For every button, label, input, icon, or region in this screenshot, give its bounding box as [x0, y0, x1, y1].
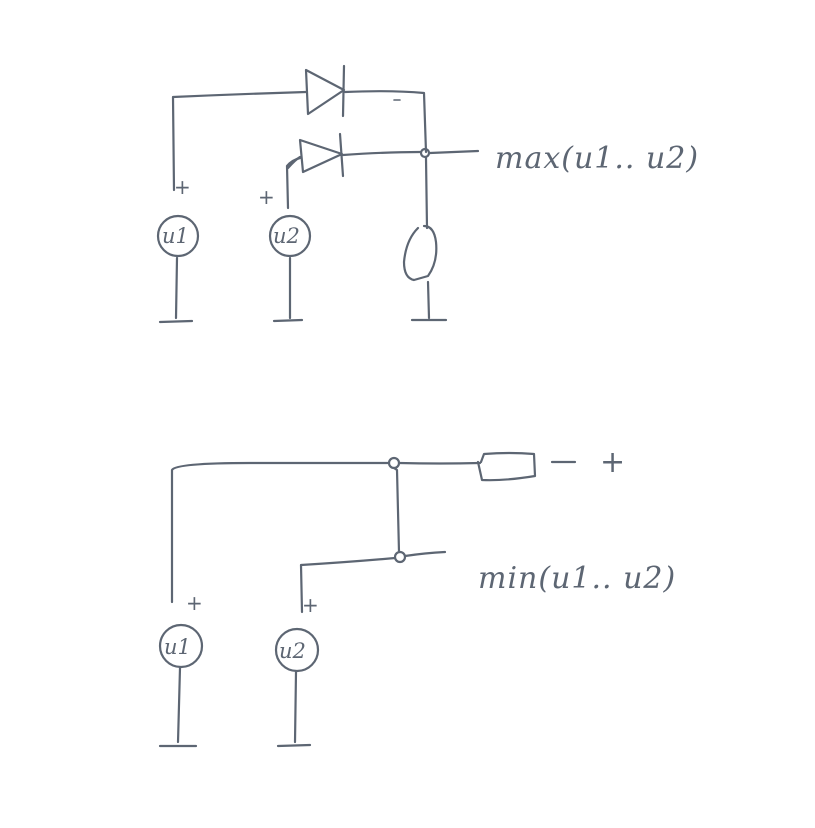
max-load-resistor — [402, 224, 438, 282]
diode-2 — [298, 132, 422, 178]
max-wire-diode1-out — [343, 90, 428, 154]
max-source-2-label: u2 — [273, 224, 300, 248]
min-source-1-label: u1 — [164, 635, 191, 659]
max-source-2-circle — [268, 214, 312, 258]
min-supply-plus: + — [600, 445, 625, 480]
diode-2-wire-out — [341, 150, 422, 157]
max-source-2-plus: + — [258, 185, 275, 209]
min-circuit: + u1 + u2 + min(u1.. u2) — [158, 445, 676, 748]
max-output-label: max(u1.. u2) — [495, 141, 699, 176]
max-wire-source1 — [171, 90, 308, 192]
min-pullup-resistor — [476, 451, 537, 482]
min-source-2-label: u2 — [279, 639, 306, 663]
diode-1-bar — [341, 64, 346, 118]
min-lower-node — [393, 550, 407, 564]
min-source2-wire — [299, 556, 397, 614]
min-node-link — [392, 466, 401, 554]
min-source-2: u2 + — [274, 593, 320, 748]
min-upper-node — [387, 456, 401, 470]
max-source-1-plus: + — [174, 175, 191, 199]
diode-2-bar — [338, 132, 345, 178]
diode-1-triangle — [304, 68, 346, 116]
min-source-1-circle — [158, 623, 204, 669]
max-source-1-lead — [174, 256, 179, 320]
max-load-wire-top — [424, 156, 429, 230]
min-rail-to-resistor — [397, 461, 482, 465]
max-source-1-label: u1 — [162, 224, 189, 248]
min-source-1: u1 + — [158, 591, 204, 748]
min-source-2-circle — [274, 627, 320, 673]
min-source-2-ground — [276, 743, 312, 748]
diode-1 — [304, 64, 401, 118]
max-circuit: u1 + u2 + max(u1.. u2) — [156, 64, 699, 324]
min-source-1-plus: + — [186, 591, 203, 615]
min-output-wire — [403, 550, 447, 558]
max-source-2: u2 + — [258, 185, 312, 323]
max-output-wire — [428, 149, 480, 155]
min-source-2-lead — [293, 670, 298, 744]
max-source-2-ground — [272, 318, 304, 323]
diode-2-triangle — [298, 138, 344, 174]
max-source-1-circle — [156, 214, 200, 258]
max-wire-to-diode2 — [286, 155, 302, 170]
min-source-1-lead — [176, 666, 182, 744]
min-source-2-plus: + — [302, 593, 319, 617]
max-source-1: u1 + — [156, 175, 200, 324]
min-top-rail — [170, 461, 391, 604]
min-output-label: min(u1.. u2) — [478, 561, 676, 596]
max-load-wire-bottom — [426, 280, 431, 320]
max-source-1-ground — [158, 319, 194, 324]
